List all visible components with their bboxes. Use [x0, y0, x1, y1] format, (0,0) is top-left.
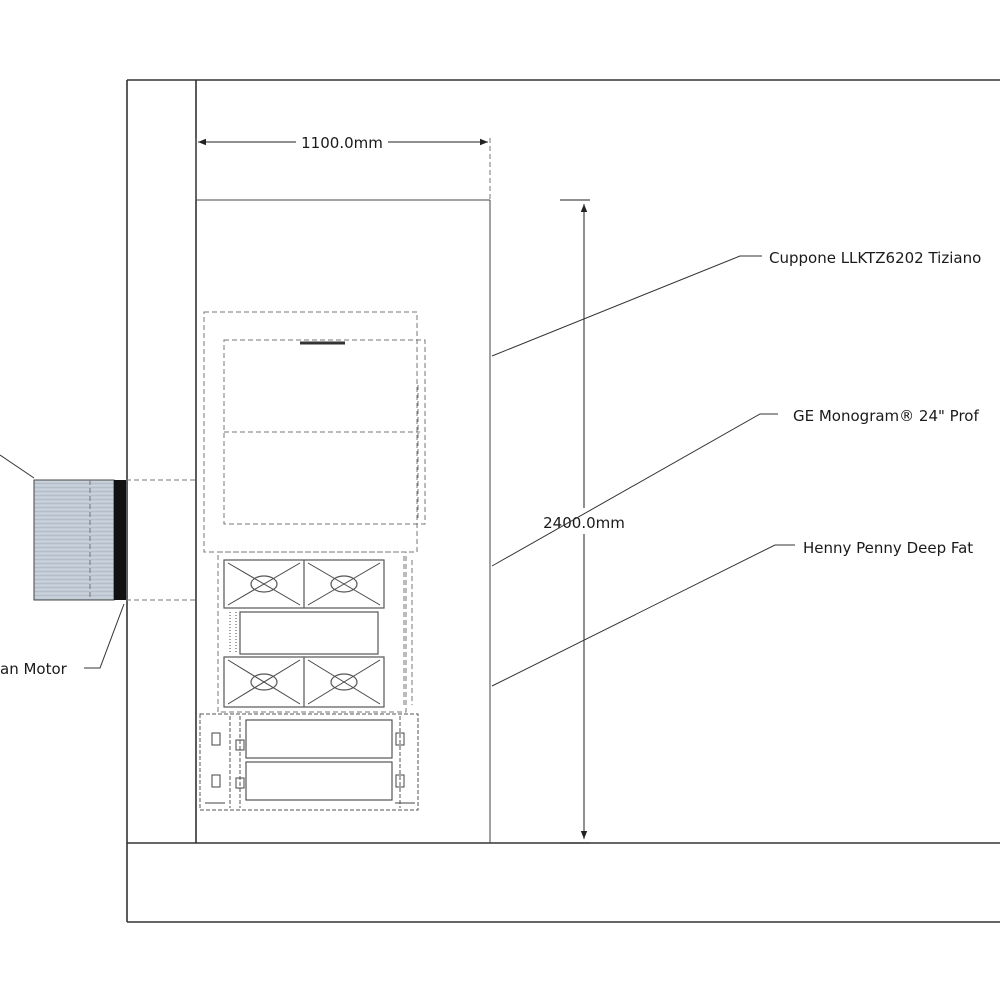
coffee-machine [203, 311, 426, 553]
leader-lines [0, 255, 795, 687]
height-dimension: 2400.0mm [543, 199, 625, 844]
coffee-machine-label: Cuppone LLKTZ6202 Tiziano [769, 249, 981, 267]
fryer-unit [199, 713, 419, 811]
height-dimension-label: 2400.0mm [543, 514, 625, 532]
fridge-label: GE Monogram® 24" Prof [793, 407, 979, 425]
fan-motor [33, 479, 196, 601]
fryer-label: Henny Penny Deep Fat [803, 539, 973, 557]
width-dimension-label: 1100.0mm [301, 134, 383, 152]
cabinet-panel [195, 138, 491, 843]
width-dimension: 1100.0mm [198, 134, 488, 152]
room-walls [126, 79, 1000, 923]
fan-motor-label: an Motor [0, 660, 68, 678]
fridge-unit [217, 551, 413, 713]
